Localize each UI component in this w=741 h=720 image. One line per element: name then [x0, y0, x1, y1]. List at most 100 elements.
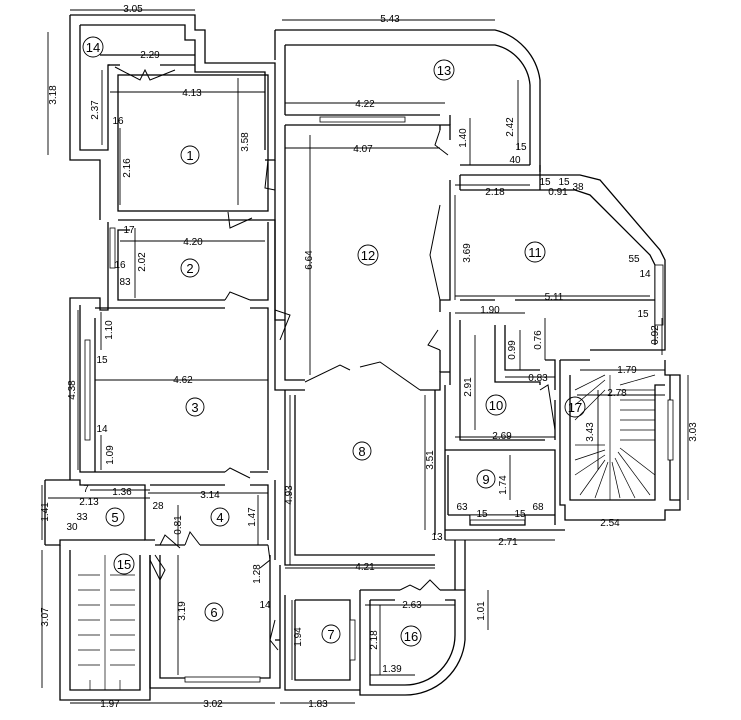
dim-label: 1.39 [382, 664, 402, 675]
svg-text:4: 4 [216, 510, 223, 525]
dim-label: 1.10 [104, 320, 115, 340]
dim-label: 15 [476, 509, 488, 520]
svg-text:15: 15 [117, 557, 131, 572]
room-marker-16: 16 [400, 625, 422, 647]
dim-label: 1.83 [308, 699, 328, 710]
dim-label: 30 [66, 522, 78, 533]
dim-label: 2.16 [122, 158, 133, 178]
dim-label: 14 [639, 269, 651, 280]
svg-text:10: 10 [489, 398, 503, 413]
dim-label: 2.18 [369, 630, 380, 650]
dim-label: 15 [515, 142, 527, 153]
dim-label: 0.76 [533, 330, 544, 350]
svg-text:1: 1 [186, 148, 193, 163]
dim-label: 3.05 [123, 4, 143, 15]
dim-label: 4.62 [173, 375, 193, 386]
dim-label: 2.13 [79, 497, 99, 508]
dim-label: 2.42 [505, 117, 516, 137]
dim-label: 7 [83, 484, 89, 495]
dim-label: 3.02 [203, 699, 223, 710]
svg-text:13: 13 [437, 63, 451, 78]
dim-label: 4.20 [183, 237, 203, 248]
dim-label: 3.03 [688, 422, 699, 442]
room-marker-13: 13 [433, 59, 455, 81]
dim-label: 16 [112, 116, 124, 127]
dim-label: 0.81 [173, 515, 184, 535]
dim-label: 1.74 [498, 475, 509, 495]
dim-label: 3.19 [177, 601, 188, 621]
room-marker-11: 11 [524, 241, 546, 263]
dim-label: 4.38 [67, 380, 78, 400]
dim-label: 2.69 [492, 431, 512, 442]
dim-label: 14 [259, 600, 271, 611]
room-marker-4: 4 [210, 507, 230, 527]
dim-label: 1.40 [458, 128, 469, 148]
dim-label: 1.01 [476, 601, 487, 621]
dim-label: 3.58 [240, 132, 251, 152]
dim-label: 3.69 [462, 243, 473, 263]
dim-label: 2.02 [137, 252, 148, 272]
dim-label: 4.13 [182, 88, 202, 99]
svg-text:2: 2 [186, 261, 193, 276]
dim-label: 38 [572, 182, 584, 193]
dim-label: 2.91 [463, 377, 474, 397]
svg-text:6: 6 [210, 605, 217, 620]
dim-label: 2.54 [600, 518, 620, 529]
svg-text:7: 7 [327, 627, 334, 642]
room-marker-6: 6 [204, 602, 224, 622]
dim-label: 15 [637, 309, 649, 320]
room-marker-8: 8 [352, 441, 372, 461]
dim-label: 55 [628, 254, 640, 265]
room-marker-10: 10 [485, 394, 507, 416]
svg-text:9: 9 [482, 472, 489, 487]
dim-label: 4.07 [353, 144, 373, 155]
dim-label: 2.18 [485, 187, 505, 198]
room-marker-15: 15 [113, 553, 135, 575]
svg-text:11: 11 [528, 245, 542, 260]
dim-label: 13 [431, 532, 443, 543]
svg-text:3: 3 [191, 400, 198, 415]
dim-label: 5.11 [545, 292, 564, 303]
dim-label: 2.37 [90, 100, 101, 120]
room-marker-17: 17 [564, 396, 586, 418]
walls [44, 14, 681, 701]
svg-text:17: 17 [568, 400, 582, 415]
dim-label: 3.43 [585, 422, 596, 442]
svg-text:8: 8 [358, 444, 365, 459]
dimension-labels: 3.05 5.43 2.29 3.18 2.37 4.13 3.58 16 2.… [40, 4, 699, 710]
dim-label: 40 [509, 155, 521, 166]
room-marker-3: 3 [185, 397, 205, 417]
room-marker-2: 2 [180, 258, 200, 278]
dim-label: 28 [152, 501, 164, 512]
dim-label: 1.09 [105, 445, 116, 465]
dim-label: 1.97 [100, 699, 120, 710]
svg-text:16: 16 [404, 629, 418, 644]
dim-label: 0.91 [548, 187, 568, 198]
stairs-15 [78, 555, 135, 690]
svg-text:5: 5 [111, 510, 118, 525]
dim-label: 3.14 [200, 490, 220, 501]
windows [84, 116, 674, 683]
dim-label: 4.21 [355, 562, 375, 573]
stairs-17 [574, 374, 656, 500]
dim-label: 4.93 [284, 485, 295, 505]
dim-label: 83 [119, 277, 131, 288]
dim-label: 2.71 [498, 537, 518, 548]
room-marker-7: 7 [321, 624, 341, 644]
dim-label: 1.47 [247, 507, 258, 527]
dim-label: 1.90 [480, 305, 500, 316]
room-marker-12: 12 [357, 244, 379, 266]
room-marker-9: 9 [476, 469, 496, 489]
dim-label: 1.28 [252, 564, 263, 584]
dim-label: 14 [96, 424, 108, 435]
room-marker-5: 5 [105, 507, 125, 527]
dim-label: 2.63 [402, 600, 422, 611]
dim-label: 15 [514, 509, 526, 520]
dim-label: 15 [558, 177, 570, 188]
svg-text:14: 14 [86, 40, 100, 55]
dim-label: 1.36 [112, 487, 132, 498]
dim-label: 1.41 [40, 502, 51, 522]
dim-label: 17 [123, 225, 135, 236]
dim-label: 68 [532, 502, 544, 513]
